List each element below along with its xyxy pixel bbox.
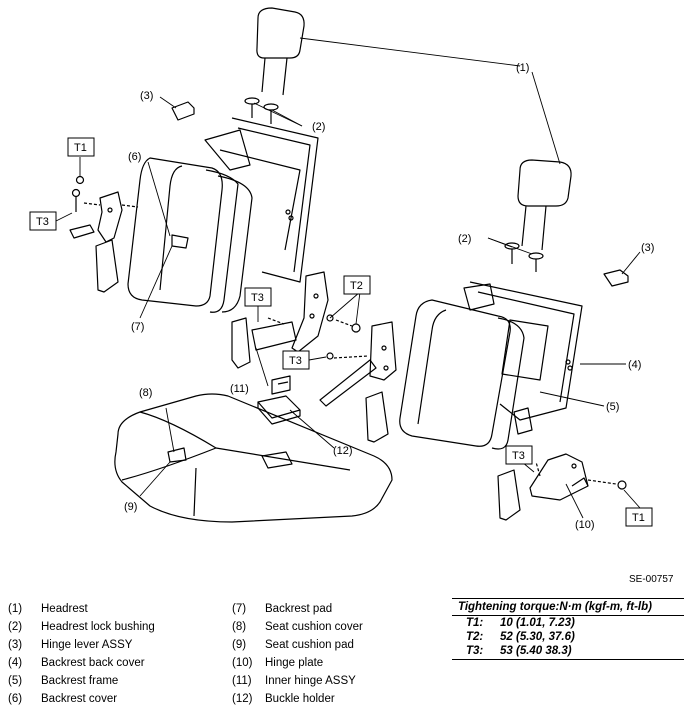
callout-6: (6) [128,151,141,163]
legend-label: Seat cushion pad [265,639,354,651]
tightening-torque-table: Tightening torque:N·m (kgf-m, ft-lb) T1:… [452,598,684,660]
legend-num: (3) [8,639,23,651]
legend-label: Seat cushion cover [265,621,363,633]
svg-text:T3: T3 [512,450,525,462]
left-backrest-frame [204,117,319,283]
legend-num: (7) [232,603,247,615]
right-headrest [517,159,572,251]
parts-legend-left: (1) Headrest (2) Headrest lock bushing (3)… [8,600,155,708]
legend-row: (11) Inner hinge ASSY [232,672,363,690]
exploded-parts-diagram: (1) (2) (2) (3) (3) (4) (5) (6) (7) (8) … [29,7,654,531]
legend-row: (7) Backrest pad [232,600,363,618]
tag-t3-right: T3 [505,445,533,465]
callout-10: (10) [575,519,595,531]
legend-label: Headrest [41,603,88,615]
svg-text:T3: T3 [36,216,49,228]
legend-num: (11) [232,675,252,687]
callouts: (1) (2) (2) (3) (3) (4) (5) (6) (7) (8) … [124,62,654,531]
right-hinge-lever [603,269,629,287]
left-hinge-cover [95,239,119,293]
callout-3-right: (3) [641,242,654,254]
callout-1: (1) [516,62,529,74]
legend-label: Buckle holder [265,693,335,705]
svg-text:T3: T3 [289,355,302,367]
center-right-hinge [319,321,397,443]
legend-num: (1) [8,603,23,615]
callout-8: (8) [139,387,152,399]
callout-7: (7) [131,321,144,333]
right-lock-bushings [504,242,544,272]
legend-label: Hinge lever ASSY [41,639,133,651]
tag-t2: T2 [343,275,371,295]
legend-row: (2) Headrest lock bushing [8,618,155,636]
torque-value: 53 (5.40 38.3) [500,645,572,657]
legend-row: (10) Hinge plate [232,654,363,672]
legend-num: (12) [232,693,253,705]
legend-label: Headrest lock bushing [41,621,155,633]
svg-text:T1: T1 [74,142,87,154]
left-lock-bushings [244,97,279,124]
left-bolts [71,175,85,212]
callout-12: (12) [333,445,353,457]
inner-hinge-assy [231,271,361,369]
legend-label: Backrest frame [41,675,119,687]
figure-reference: SE-00757 [629,574,674,585]
seat-cushion [114,393,393,523]
legend-row: (8) Seat cushion cover [232,618,363,636]
callout-2-right: (2) [458,233,471,245]
legend-num: (2) [8,621,23,633]
tag-t1-left: T1 [67,137,95,157]
svg-text:T3: T3 [251,292,264,304]
torque-header: Tightening torque:N·m (kgf-m, ft-lb) [452,598,684,616]
legend-row: (1) Headrest [8,600,155,618]
tag-t3-center: T3 [282,350,327,370]
svg-text:T1: T1 [632,512,645,524]
legend-num: (9) [232,639,247,651]
legend-label: Backrest cover [41,693,118,705]
tag-t3-center-top: T3 [244,287,272,307]
legend-row: (12) Buckle holder [232,690,363,708]
legend-label: Hinge plate [265,657,324,669]
callout-4: (4) [628,359,641,371]
left-headrest [256,7,305,96]
legend-num: (6) [8,693,23,705]
left-backrest-body [127,157,253,313]
torque-key: T3: [466,645,484,657]
torque-key: T1: [466,617,484,629]
tag-t1-right: T1 [625,507,653,527]
legend-num: (5) [8,675,23,687]
torque-tags: T1 T3 T2 T3 T3 T3 T1 [29,137,653,527]
legend-row: (4) Backrest back cover [8,654,155,672]
legend-label: Backrest pad [265,603,333,615]
legend-row: (5) Backrest frame [8,672,155,690]
legend-row: (9) Seat cushion pad [232,636,363,654]
parts-legend-right: (7) Backrest pad (8) Seat cushion cover (9… [232,600,363,708]
legend-num: (10) [232,657,253,669]
torque-key: T2: [466,631,484,643]
torque-row-t3: T3: 53 (5.40 38.3) [452,644,684,660]
callout-9: (9) [124,501,137,513]
legend-num: (4) [8,657,23,669]
legend-label: Inner hinge ASSY [265,675,356,687]
leader-lines [79,37,641,519]
tag-t3-left: T3 [29,211,73,231]
right-backrest-frame [463,281,583,435]
callout-3-left: (3) [140,90,153,102]
callout-5: (5) [606,401,619,413]
right-side-hinge-plate [497,453,627,521]
right-backrest-body [399,299,525,450]
legend-row: (3) Hinge lever ASSY [8,636,155,654]
legend-label: Backrest back cover [41,657,145,669]
left-hinge-lever [171,101,195,121]
svg-text:T2: T2 [350,280,363,292]
legend-row: (6) Backrest cover [8,690,155,708]
torque-value: 10 (1.01, 7.23) [500,617,575,629]
left-side-hinge-bracket [69,191,139,243]
callout-11: (11) [230,383,249,395]
legend-num: (8) [232,621,247,633]
torque-value: 52 (5.30, 37.6) [500,631,575,643]
torque-row-t2: T2: 52 (5.30, 37.6) [452,630,684,644]
torque-row-t1: T1: 10 (1.01, 7.23) [452,616,684,630]
callout-2-left: (2) [312,121,325,133]
